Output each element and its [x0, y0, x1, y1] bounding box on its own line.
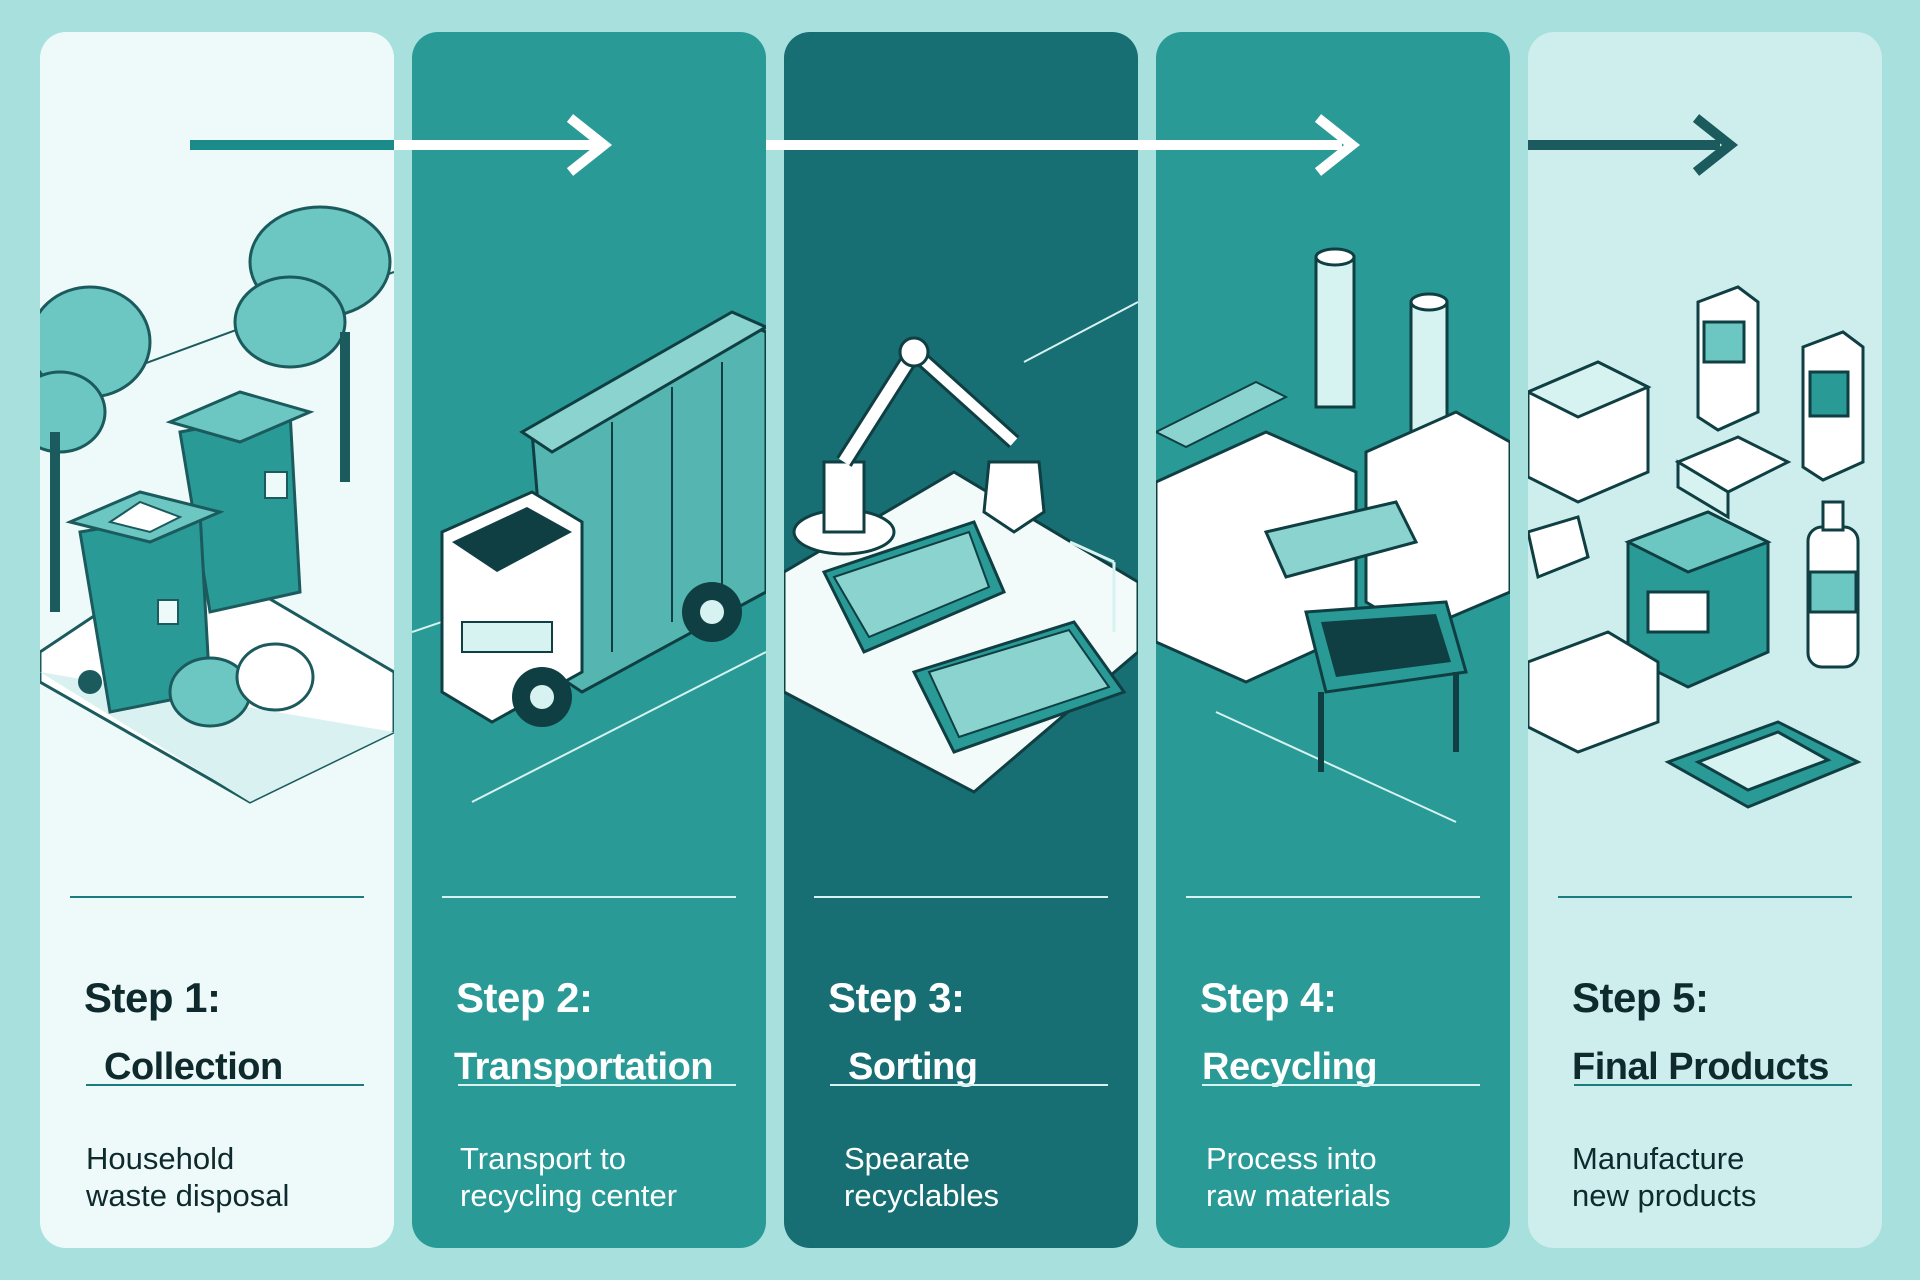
- divider: [458, 1084, 736, 1086]
- step-panel-1: Step 1: Collection Household waste dispo…: [40, 32, 394, 1248]
- divider: [86, 1084, 364, 1086]
- step-title: Sorting: [848, 1046, 978, 1088]
- divider: [1574, 1084, 1852, 1086]
- step-label: Step 5:: [1572, 974, 1709, 1021]
- step-label: Step 3:: [828, 974, 965, 1021]
- step-description: Spearate recyclables: [844, 1141, 1000, 1213]
- divider: [1558, 896, 1852, 898]
- step-label: Step 4:: [1200, 974, 1337, 1021]
- recycling-factory-icon: [1156, 247, 1510, 823]
- step-title: Collection: [104, 1046, 283, 1088]
- products-icon: [1528, 285, 1865, 809]
- step-description: Process into raw materials: [1206, 1141, 1391, 1213]
- step-label: Step 1:: [84, 974, 221, 1021]
- step-title: Recycling: [1202, 1046, 1378, 1088]
- step-panel-5: Step 5: Final Products Manufacture new p…: [1528, 32, 1882, 1248]
- divider: [830, 1084, 1108, 1086]
- step-description: Manufacture new products: [1572, 1141, 1757, 1213]
- divider: [70, 896, 364, 898]
- garbage-truck-icon: [412, 310, 766, 803]
- divider: [1202, 1084, 1480, 1086]
- step-description: Household waste disposal: [86, 1141, 290, 1213]
- step-title: Final Products: [1572, 1046, 1829, 1088]
- step-panel-3: Step 3: Sorting Spearate recyclables: [784, 32, 1138, 1248]
- step-panel-2: Step 2: Transportation Transport to recy…: [412, 32, 766, 1248]
- step-title: Transportation: [454, 1046, 714, 1088]
- divider: [814, 896, 1108, 898]
- step-label: Step 2:: [456, 974, 593, 1021]
- step-description: Transport to recycling center: [460, 1141, 678, 1213]
- robotic-arm-icon: [784, 301, 1138, 794]
- step-panel-4: Step 4: Recycling Process into raw mater…: [1156, 32, 1510, 1248]
- divider: [1186, 896, 1480, 898]
- divider: [442, 896, 736, 898]
- trash-bins-icon: [40, 205, 394, 804]
